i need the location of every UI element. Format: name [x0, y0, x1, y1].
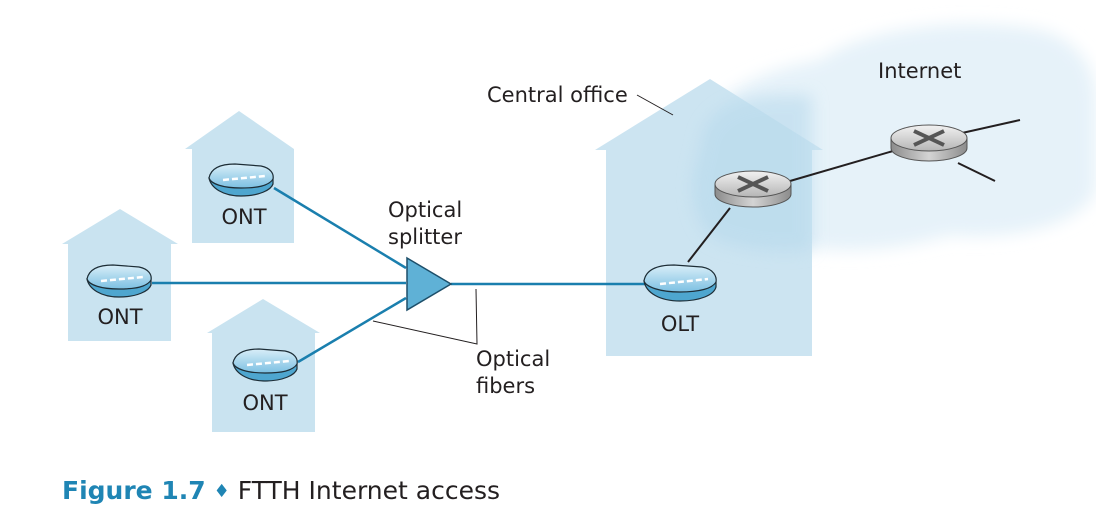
router-icon [714, 170, 792, 208]
modem-icon-ont-top [208, 163, 274, 197]
central-office-callout [636, 94, 674, 116]
modem-icon-ont-middle [86, 264, 152, 298]
diamond-separator-icon: ♦ [213, 481, 230, 502]
modem-icon-ont-bottom [232, 348, 298, 382]
router-icon [890, 124, 968, 162]
ont-label-middle: ONT [97, 305, 142, 329]
modem-icon-olt [643, 264, 717, 302]
central-office-label: Central office [487, 83, 628, 107]
figure-number: Figure 1.7 [62, 476, 206, 505]
figure-caption: Figure 1.7 ♦ FTTH Internet access [62, 476, 500, 505]
internet-label: Internet [878, 59, 961, 83]
figure-title: FTTH Internet access [237, 476, 501, 505]
splitter-label-line2: splitter [388, 225, 462, 249]
ont-label-top: ONT [221, 205, 266, 229]
fibers-callout [372, 288, 478, 345]
fiber-top [273, 186, 407, 270]
optical-fibers [152, 186, 645, 364]
fiber-bottom [297, 296, 407, 364]
fibers-label-line1: Optical [476, 347, 550, 371]
olt-label: OLT [661, 312, 699, 336]
fibers-label-line2: fibers [476, 374, 535, 398]
splitter-label-line1: Optical [388, 198, 462, 222]
ont-label-bottom: ONT [242, 391, 287, 415]
optical-splitter-icon [406, 256, 453, 312]
network-links [687, 119, 1021, 263]
